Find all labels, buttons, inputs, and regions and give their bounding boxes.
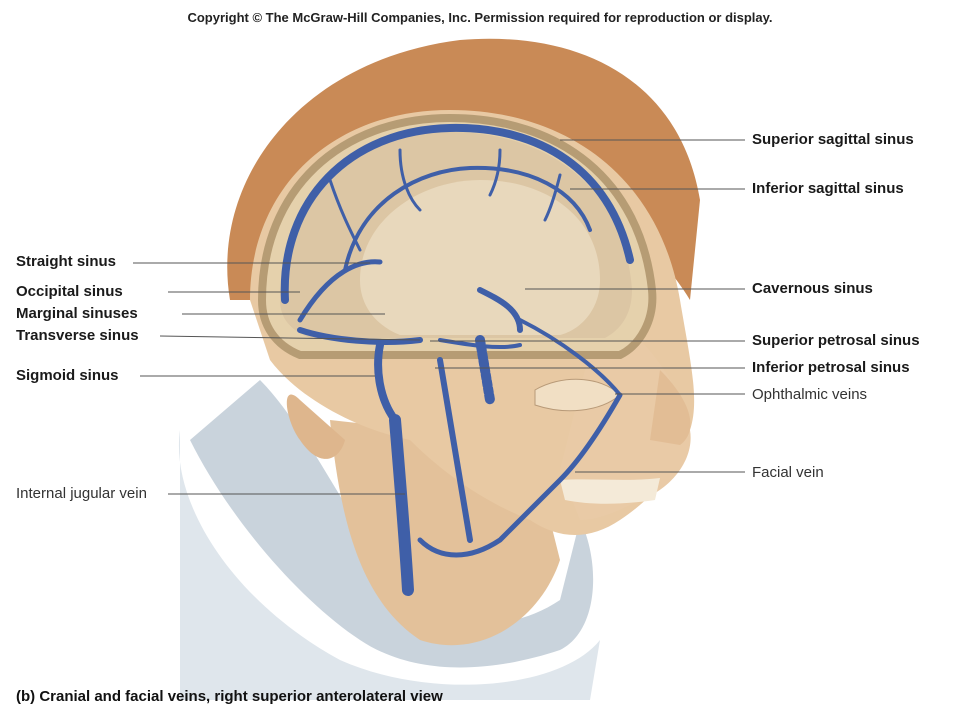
figure-caption: (b) Cranial and facial veins, right supe… — [16, 688, 443, 705]
drape-lower — [178, 430, 600, 700]
inferior-sagittal-sinus-vessel — [343, 165, 592, 272]
label-sigmoid-sinus: Sigmoid sinus — [16, 367, 119, 384]
veins — [280, 123, 634, 596]
label-inferior-sagittal-sinus: Inferior sagittal sinus — [752, 180, 904, 197]
label-marginal-sinuses: Marginal sinuses — [16, 305, 138, 322]
ear — [286, 394, 345, 459]
label-internal-jugular-vein: Internal jugular vein — [16, 485, 147, 502]
face — [560, 310, 691, 520]
cavernous-vessel — [477, 287, 523, 333]
internal-jugular-vessel — [389, 414, 414, 596]
hair — [227, 38, 701, 300]
label-straight-sinus: Straight sinus — [16, 253, 117, 270]
drape — [190, 380, 594, 668]
copyright-notice: Copyright © The McGraw-Hill Companies, I… — [187, 10, 773, 25]
branch-2 — [398, 148, 422, 212]
facial-vessel — [417, 392, 623, 558]
label-inferior-petrosal-sinus: Inferior petrosal sinus — [752, 359, 910, 376]
label-facial-vein: Facial vein — [752, 464, 824, 481]
label-superior-petrosal-sinus: Superior petrosal sinus — [752, 332, 920, 349]
sigmoid-sinus-vessel — [374, 341, 399, 424]
teeth — [560, 478, 660, 504]
transverse-sinus-vessel — [297, 327, 423, 345]
label-ophthalmic-veins: Ophthalmic veins — [752, 386, 868, 403]
label-occipital-sinus: Occipital sinus — [16, 283, 123, 300]
branch-4 — [543, 173, 562, 222]
label-superior-sagittal-sinus: Superior sagittal sinus — [752, 131, 914, 148]
superior-sagittal-sinus-vessel — [280, 123, 634, 304]
nose — [650, 370, 691, 445]
straight-sinus-vessel — [297, 259, 383, 323]
pterygoid-plexus — [475, 335, 495, 405]
branch-3 — [488, 148, 502, 197]
neck-vein — [437, 357, 473, 543]
label-transverse-sinus: Transverse sinus — [16, 327, 139, 344]
branch-1 — [328, 178, 362, 252]
inner-cavity — [360, 180, 600, 335]
ophthalmic-vessel — [518, 318, 622, 397]
leader-lines — [133, 139, 745, 495]
label-cavernous-sinus: Cavernous sinus — [752, 280, 873, 297]
